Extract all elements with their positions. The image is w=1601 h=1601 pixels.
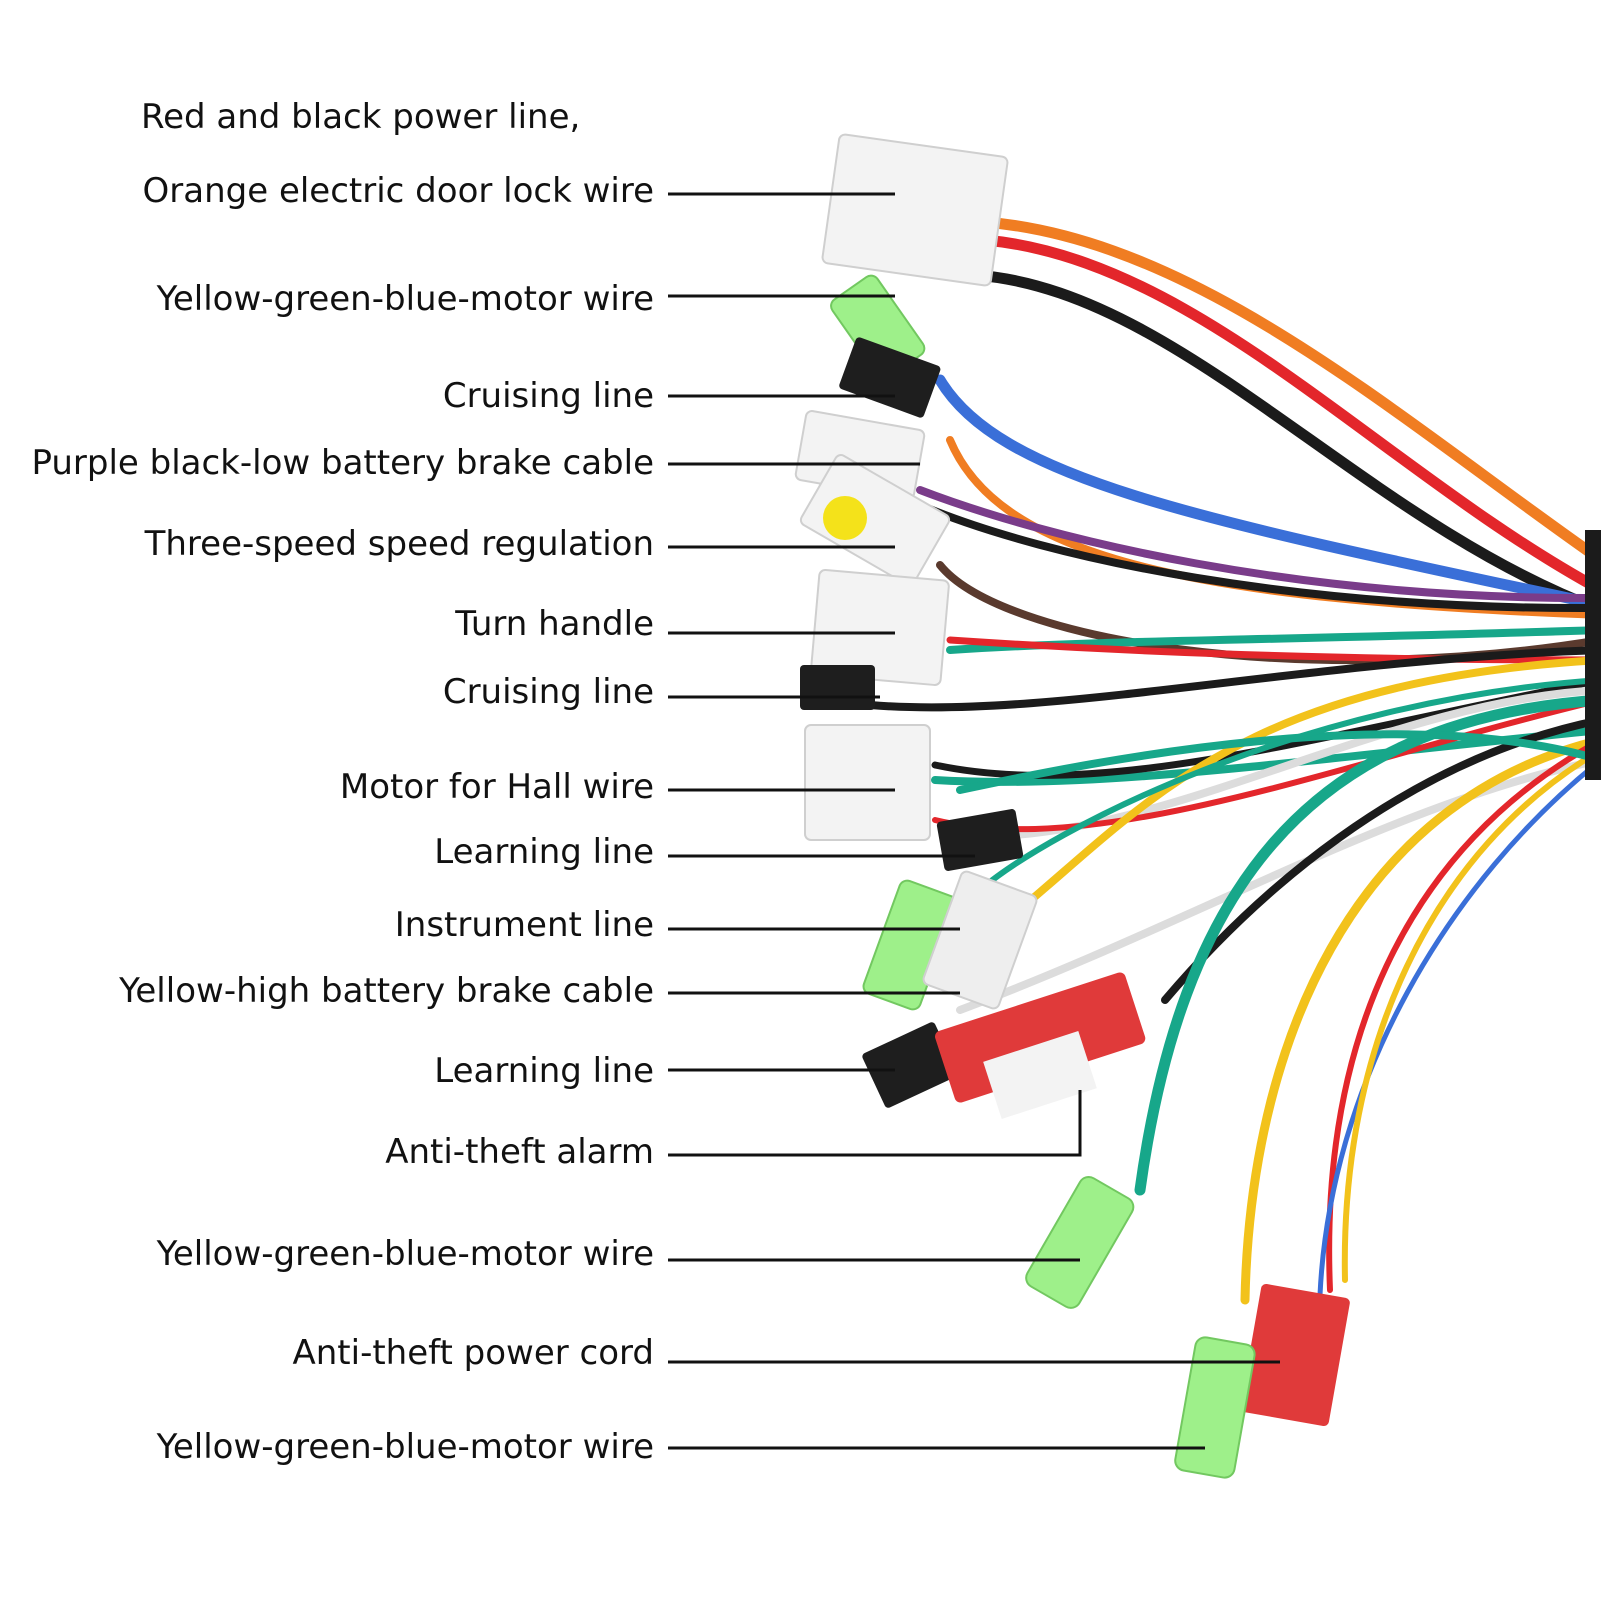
yellow-sticker xyxy=(823,496,867,540)
power-connector xyxy=(821,133,1009,287)
teal-wire-motor xyxy=(1134,694,1601,1196)
label-motor-wire-top: Yellow-green-blue-motor wire xyxy=(156,279,654,319)
label-anti-theft-power: Anti-theft power cord xyxy=(292,1333,654,1373)
label-power-line: Red and black power line, xyxy=(141,97,581,137)
cruising-connector-2 xyxy=(800,665,875,710)
label-motor-wire-bottom: Yellow-green-blue-motor wire xyxy=(156,1427,654,1467)
alarm-label xyxy=(983,1031,1097,1119)
blue-wire xyxy=(934,374,1601,611)
yellow-wire-bottom-2 xyxy=(1341,747,1601,1283)
anti-theft-power-connector xyxy=(1240,1283,1350,1427)
motor-connector-green-bottom xyxy=(1174,1336,1256,1479)
label-yellow-brake: Yellow-high battery brake cable xyxy=(119,971,654,1011)
orange-wire xyxy=(979,216,1601,566)
label-turn-handle: Turn handle xyxy=(455,604,654,644)
leader-anti-theft-alarm xyxy=(668,1090,1082,1157)
label-learning-2: Learning line xyxy=(434,1051,654,1091)
purple-wire xyxy=(916,486,1601,603)
label-instrument: Instrument line xyxy=(394,905,654,945)
blue-wire-bottom xyxy=(1317,757,1601,1298)
white-wire-2 xyxy=(956,756,1601,1014)
red-wire-top xyxy=(979,234,1601,596)
yellow-wire-instrument xyxy=(1021,656,1601,909)
label-three-speed: Three-speed speed regulation xyxy=(144,524,654,564)
harness-bundle-end xyxy=(1585,530,1601,780)
cruising-connector-1 xyxy=(839,337,941,418)
red-wire-bottom xyxy=(1326,737,1601,1293)
learning-connector-2 xyxy=(862,1022,958,1108)
learning-connector-1 xyxy=(936,809,1024,871)
black-wire-mid xyxy=(916,501,1601,613)
black-wire-top xyxy=(969,269,1601,616)
yellow-wire-bottom xyxy=(1240,735,1601,1305)
teal-wire-2 xyxy=(956,730,1601,794)
label-hall-wire: Motor for Hall wire xyxy=(339,767,654,807)
label-cruising-1: Cruising line xyxy=(442,376,654,416)
instrument-connector-white xyxy=(922,870,1038,1010)
label-motor-wire-mid: Yellow-green-blue-motor wire xyxy=(156,1234,654,1274)
label-learning-1: Learning line xyxy=(434,832,654,872)
motor-connector-green-mid xyxy=(1025,1175,1135,1309)
black-wire-cruise xyxy=(866,646,1601,712)
label-cruising-2: Cruising line xyxy=(442,672,654,712)
turn-handle-connector xyxy=(810,569,950,686)
speed-connector-white xyxy=(799,454,951,586)
label-purple-brake: Purple black-low battery brake cable xyxy=(31,443,654,483)
teal-wire-instr xyxy=(977,677,1601,893)
hall-connector xyxy=(804,724,931,841)
label-anti-theft-alarm: Anti-theft alarm xyxy=(385,1132,654,1172)
label-door-lock: Orange electric door lock wire xyxy=(142,171,654,211)
